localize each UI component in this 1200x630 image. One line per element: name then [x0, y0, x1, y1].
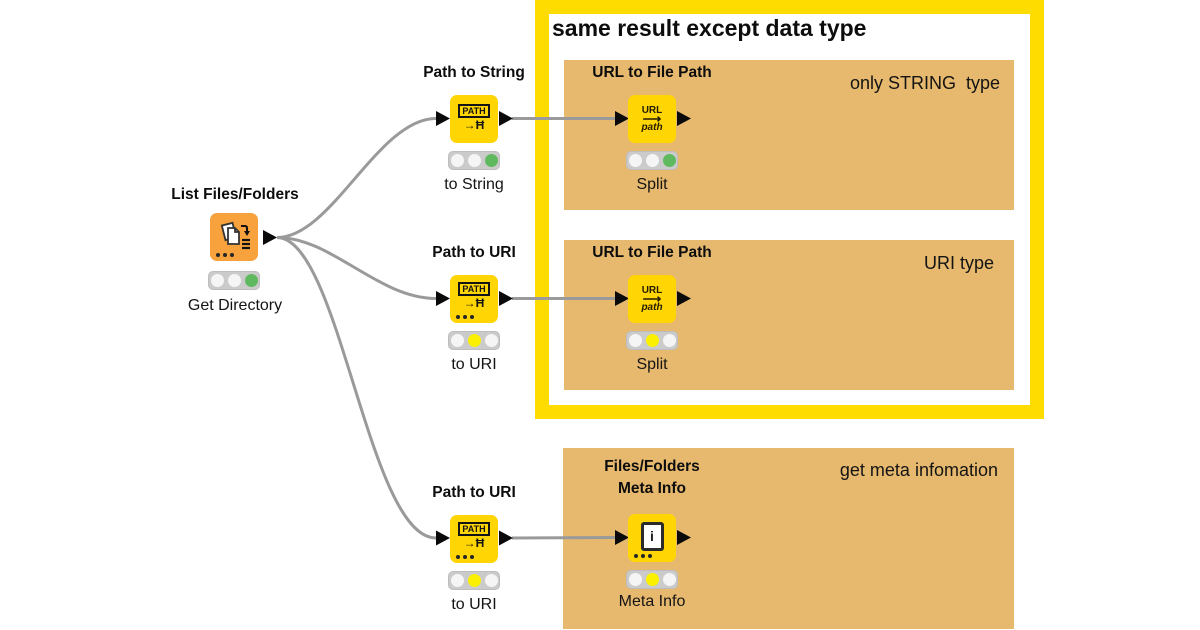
input-port[interactable] [436, 291, 450, 306]
node-path-to-string[interactable]: PATH →Ħ [450, 95, 498, 143]
status-yellow-on [467, 334, 481, 347]
output-port[interactable] [677, 530, 691, 545]
output-port[interactable] [499, 530, 513, 546]
node-title-path-to-string: Path to String [423, 64, 525, 81]
node-label-get-directory: Get Directory [187, 297, 283, 314]
traffic-light [448, 151, 500, 170]
node-path-to-uri-meta[interactable]: PATH →Ħ [450, 515, 498, 563]
node-label-to-uri-meta: to URI [451, 596, 497, 613]
wire-list-to-pathuri-meta[interactable] [276, 236, 437, 540]
annotation-note-meta: get meta infomation [839, 460, 998, 480]
traffic-light [448, 331, 500, 350]
status-green-on [484, 154, 498, 167]
traffic-light [448, 571, 500, 590]
output-port[interactable] [263, 230, 277, 245]
node-label-split-1: Split [636, 176, 668, 193]
input-port[interactable] [436, 111, 450, 126]
node-options-dots [634, 554, 652, 558]
wire-list-to-pathstring[interactable] [276, 117, 437, 239]
annotation-note-uri: URI type [923, 253, 994, 273]
output-port[interactable] [677, 291, 691, 306]
annotation-box-title: same result except data type [552, 15, 867, 41]
wire-list-to-pathuri[interactable] [276, 236, 437, 300]
node-list-files-folders[interactable] [210, 213, 258, 261]
node-title-path-to-uri-meta: Path to URI [432, 484, 516, 501]
path-convert-icon: PATH →Ħ [458, 522, 490, 550]
input-port[interactable] [615, 291, 629, 306]
status-yellow-on [467, 574, 481, 587]
node-title-files-folders-meta-info: Files/Folders Meta Info [604, 458, 700, 497]
url-to-path-icon: URL ⟶ path [641, 104, 663, 133]
node-label-to-string: to String [444, 176, 504, 193]
node-options-dots [216, 253, 234, 257]
annotation-note-string: only STRING type [849, 73, 1000, 93]
node-title-path-to-uri: Path to URI [432, 244, 516, 261]
output-port[interactable] [499, 111, 513, 126]
list-files-icon [220, 221, 250, 249]
path-convert-icon: PATH →Ħ [458, 104, 490, 132]
node-title-list-files-folders: List Files/Folders [171, 186, 299, 203]
input-port[interactable] [615, 111, 629, 126]
traffic-light [208, 271, 260, 290]
status-yellow-off [227, 274, 241, 287]
status-red-off [210, 274, 224, 287]
wire-pathuri-to-metainfo[interactable] [511, 536, 617, 540]
node-title-url-to-file-path-1: URL to File Path [592, 64, 712, 81]
node-options-dots [456, 555, 474, 559]
node-title-url-to-file-path-2: URL to File Path [592, 244, 712, 261]
status-green-on [244, 274, 258, 287]
file-info-icon: i [640, 521, 664, 551]
traffic-light [626, 151, 678, 170]
node-label-to-uri: to URI [451, 356, 497, 373]
node-options-dots [456, 315, 474, 319]
node-label-split-2: Split [636, 356, 668, 373]
node-path-to-uri[interactable]: PATH →Ħ [450, 275, 498, 323]
path-convert-icon: PATH →Ħ [458, 282, 490, 310]
traffic-light [626, 570, 678, 589]
status-green-on [662, 154, 676, 167]
node-label-meta-info: Meta Info [618, 593, 686, 610]
node-url-to-file-path-string[interactable]: URL ⟶ path [628, 95, 676, 143]
status-yellow-on [645, 573, 659, 586]
node-files-folders-meta-info[interactable]: i [628, 514, 676, 562]
traffic-light [626, 331, 678, 350]
output-port[interactable] [677, 111, 691, 126]
output-port[interactable] [499, 291, 513, 306]
input-port[interactable] [436, 530, 450, 546]
input-port[interactable] [615, 530, 629, 545]
url-to-path-icon: URL ⟶ path [641, 284, 663, 313]
node-url-to-file-path-uri[interactable]: URL ⟶ path [628, 275, 676, 323]
status-yellow-on [645, 334, 659, 347]
